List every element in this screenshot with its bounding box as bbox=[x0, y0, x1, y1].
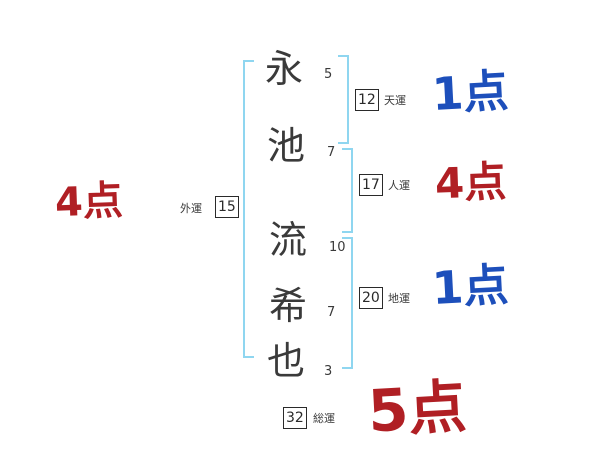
stroke-count: 10 bbox=[329, 240, 346, 255]
heaven-luck-label: 天運 bbox=[384, 94, 406, 107]
outer-luck-box: 15 bbox=[215, 196, 239, 218]
heaven-luck-score: 1点 bbox=[430, 64, 510, 121]
stroke-count: 5 bbox=[324, 67, 333, 82]
total-luck-label: 総運 bbox=[313, 412, 335, 425]
person-luck-box: 17 bbox=[359, 174, 383, 196]
earth-luck-bracket bbox=[342, 237, 353, 369]
heaven-luck-bracket bbox=[338, 55, 349, 144]
earth-luck-box: 20 bbox=[359, 287, 383, 309]
name-character: 希 bbox=[269, 284, 308, 328]
total-luck-box: 32 bbox=[283, 407, 307, 429]
name-character: 流 bbox=[269, 218, 308, 262]
heaven-luck-box: 12 bbox=[355, 89, 379, 111]
stroke-count: 3 bbox=[324, 364, 333, 379]
stroke-count: 7 bbox=[327, 305, 336, 320]
earth-luck-label: 地運 bbox=[388, 292, 410, 305]
person-luck-bracket bbox=[342, 148, 353, 233]
person-luck-label: 人運 bbox=[388, 179, 410, 192]
person-luck-score: 4点 bbox=[434, 156, 508, 209]
total-luck-score: 5点 bbox=[366, 372, 469, 446]
name-character: 也 bbox=[267, 339, 306, 383]
outer-luck-score: 4点 bbox=[54, 177, 124, 227]
name-character: 池 bbox=[267, 124, 306, 168]
outer-luck-label: 外運 bbox=[180, 202, 202, 215]
earth-luck-score: 1点 bbox=[430, 258, 510, 315]
stroke-count: 7 bbox=[327, 145, 336, 160]
name-character: 永 bbox=[265, 47, 304, 91]
outer-luck-bracket bbox=[243, 60, 254, 358]
